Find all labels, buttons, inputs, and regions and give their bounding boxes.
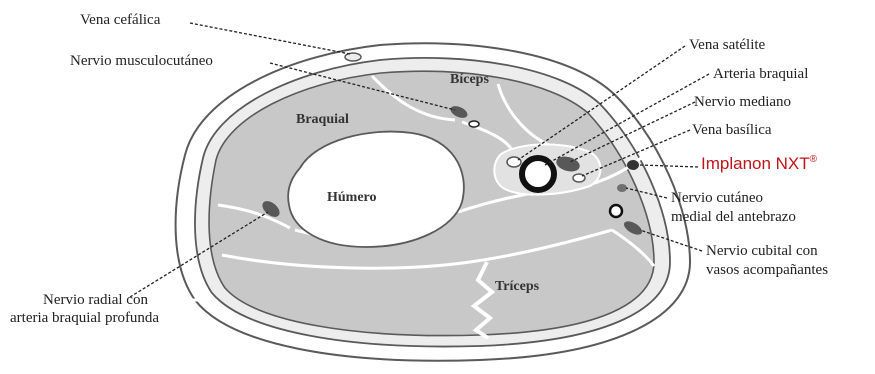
region-humero: Húmero [327, 190, 377, 206]
implanon-shape [627, 160, 639, 170]
nervio-cutaneo-shape [617, 184, 627, 192]
label-nervio-cutaneo-line1: Nervio cutáneo [671, 190, 763, 207]
label-vena-satelite: Vena satélite [689, 37, 765, 54]
region-braquial: Braquial [296, 112, 349, 128]
nervio-cubital-vessel [610, 205, 622, 217]
label-implanon: Implanon NXT® [701, 154, 817, 174]
label-nervio-radial-line1: Nervio radial con [43, 292, 148, 309]
implanon-text: Implanon NXT [701, 154, 810, 173]
label-nervio-cutaneo-line2: medial del antebrazo [671, 209, 796, 226]
region-biceps: Bíceps [450, 72, 489, 88]
vena-satelite-shape [507, 157, 521, 167]
label-vena-cefalica: Vena cefálica [80, 12, 160, 29]
label-arteria-braquial: Arteria braquial [713, 66, 808, 83]
registered-mark: ® [810, 154, 817, 165]
nervio-musculocutaneo-vessel [469, 121, 479, 127]
label-vena-basilica: Vena basílica [692, 122, 772, 139]
label-nervio-cubital-line1: Nervio cubital con [706, 243, 818, 260]
label-nervio-cubital-line2: vasos acompañantes [706, 262, 828, 279]
label-nervio-mediano: Nervio mediano [694, 94, 791, 111]
label-nervio-musculocutaneo: Nervio musculocutáneo [70, 53, 213, 70]
region-triceps: Tríceps [495, 279, 539, 295]
vena-cefalica-shape [345, 53, 361, 61]
label-nervio-radial-line2: arteria braquial profunda [10, 310, 159, 327]
